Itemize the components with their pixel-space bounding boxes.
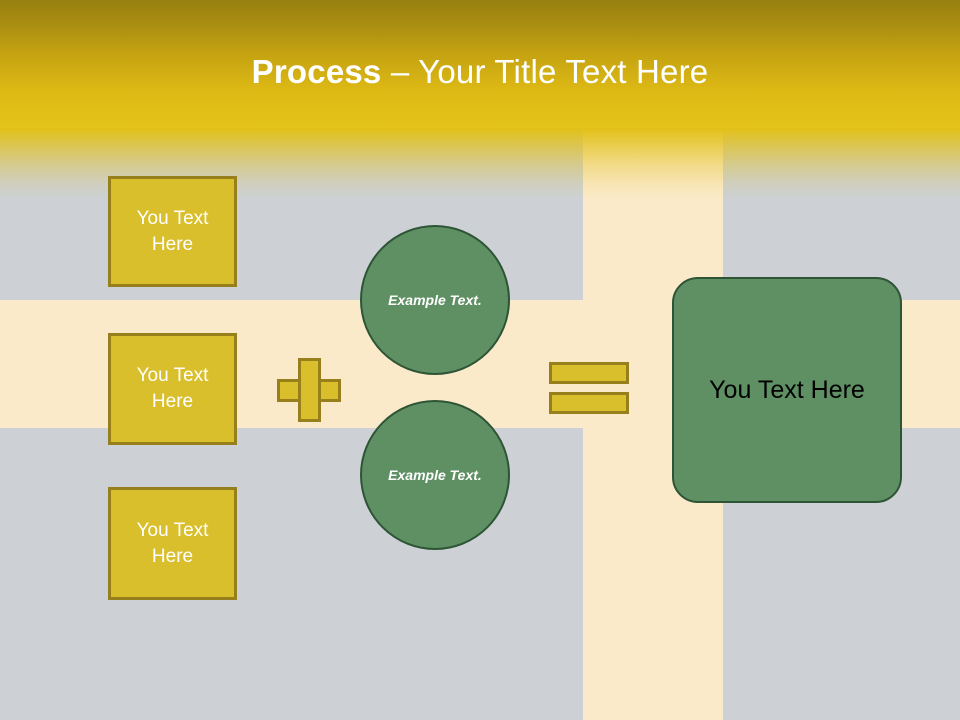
plus-icon-center-patch: [301, 382, 318, 399]
header-gradient-banner: [0, 0, 960, 129]
page-title: Process – Your Title Text Here: [0, 52, 960, 92]
example-circle-1-label: Example Text.: [388, 292, 482, 308]
input-box-1[interactable]: You Text Here: [108, 176, 237, 287]
input-box-3-label: You Text Here: [136, 519, 209, 567]
input-box-2-label: You Text Here: [136, 365, 209, 412]
input-box-2[interactable]: You Text Here: [108, 333, 237, 445]
equals-icon: [549, 362, 629, 414]
result-box-label: You Text Here: [709, 375, 865, 404]
result-box[interactable]: You Text Here: [672, 277, 902, 503]
equals-icon-bottom-bar: [549, 392, 629, 414]
example-circle-2[interactable]: Example Text.: [360, 400, 510, 550]
header-fade-left: [0, 128, 583, 200]
example-circle-1[interactable]: Example Text.: [360, 225, 510, 375]
page-title-strong: Process: [251, 53, 382, 90]
input-box-1-label: You Text Here: [136, 207, 209, 255]
example-circle-2-label: Example Text.: [388, 467, 482, 483]
input-box-3[interactable]: You Text Here: [108, 487, 237, 600]
plus-icon: [277, 358, 341, 422]
equals-icon-top-bar: [549, 362, 629, 384]
page-title-rest: – Your Title Text Here: [381, 53, 709, 90]
header-fade-right: [723, 128, 960, 200]
